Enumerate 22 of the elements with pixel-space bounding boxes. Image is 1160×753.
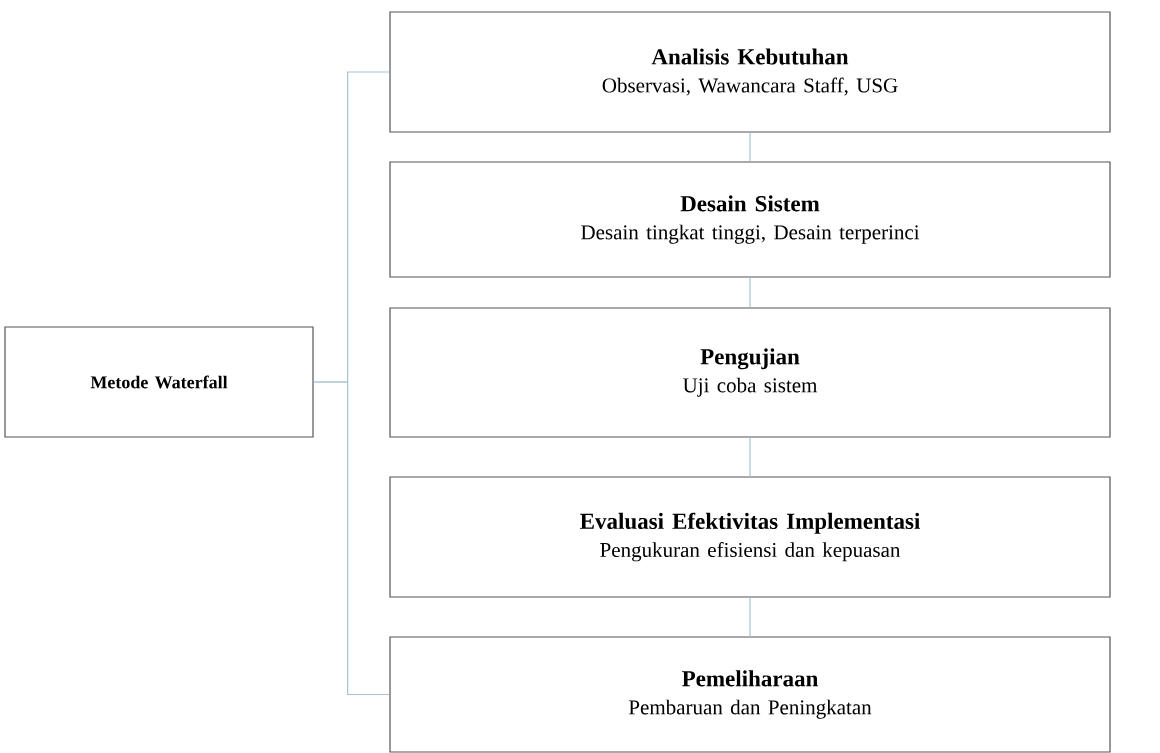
method-box	[4, 326, 314, 438]
box-heading: Pengujian	[700, 348, 800, 370]
connector-line	[749, 597, 751, 637]
phase-box	[389, 636, 1111, 753]
box-description: Observasi, Wawancara Staff, USG	[602, 77, 898, 96]
connector-line	[749, 132, 751, 162]
phase-box	[389, 307, 1111, 438]
box-heading: Desain Sistem	[680, 195, 820, 212]
box-label: Metode Waterfall	[90, 375, 228, 389]
connector-line	[749, 277, 751, 308]
box-description: Uji coba sistem	[683, 377, 818, 397]
box-description: Pengukuran efisiensi dan kepuasan	[600, 542, 901, 562]
connector-line	[749, 437, 751, 477]
box-heading: Analisis Kebutuhan	[651, 48, 849, 65]
box-heading: Pemeliharaan	[682, 670, 819, 687]
box-description: Pembaruan dan Peningkatan	[628, 699, 872, 719]
phase-box	[389, 161, 1111, 278]
connector-line	[313, 381, 390, 696]
phase-box	[389, 11, 1111, 133]
box-heading: Evaluasi Efektivitas Implementasi	[580, 512, 920, 534]
box-description: Desain tingkat tinggi, Desain terperinci	[581, 224, 920, 244]
phase-box	[389, 476, 1111, 598]
